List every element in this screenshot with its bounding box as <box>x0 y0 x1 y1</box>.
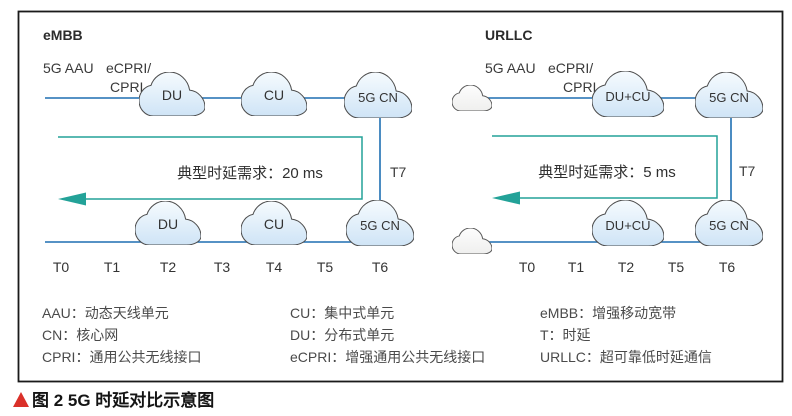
urllc-tick-t5: T5 <box>668 259 685 275</box>
embb-fronthaul-label-line1: eCPRI/ <box>106 60 151 76</box>
legend-cn: CN：核心网 <box>42 327 118 343</box>
legend-t: T：时延 <box>540 327 591 343</box>
urllc-latency-text: 典型时延需求：5 ms <box>538 164 676 181</box>
urllc-fronthaul-label-line1: eCPRI/ <box>548 60 593 76</box>
urllc-latency-bracket <box>492 135 718 199</box>
panel-embb: eMBB 5G AAU eCPRI/ CPRI 典型时延需求：20 ms T7 … <box>43 27 414 275</box>
embb-tick-t1: T1 <box>104 259 121 275</box>
legend-cu: CU：集中式单元 <box>290 305 394 321</box>
embb-tick-t5: T5 <box>317 259 334 275</box>
embb-tick-t3: T3 <box>214 259 231 275</box>
embb-aau-label: 5G AAU <box>43 60 94 76</box>
legend-cpri: CPRI：通用公共无线接口 <box>42 349 201 365</box>
embb-tick-t4: T4 <box>266 259 283 275</box>
embb-bottom-cloud-5gcn-label: 5G CN <box>360 218 400 233</box>
diagram-border <box>17 10 784 383</box>
embb-top-cloud-cu-label: CU <box>264 87 284 103</box>
urllc-tick-t0: T0 <box>519 259 536 275</box>
urllc-tick-t1: T1 <box>568 259 585 275</box>
embb-latency-text: 典型时延需求：20 ms <box>177 165 323 182</box>
embb-latency-arrow-icon <box>58 192 86 206</box>
legend-urllc: URLLC：超可靠低时延通信 <box>540 349 712 365</box>
embb-tick-t6: T6 <box>372 259 389 275</box>
legend: AAU：动态天线单元 CN：核心网 CPRI：通用公共无线接口 CU：集中式单元… <box>42 305 712 365</box>
urllc-bottom-cloud-ducu-label: DU+CU <box>605 218 650 233</box>
urllc-fronthaul-label-line2: CPRI <box>563 79 596 95</box>
embb-top-cloud-du-label: DU <box>162 87 182 103</box>
embb-t7-label: T7 <box>390 164 407 180</box>
legend-ecpri: eCPRI：增强通用公共无线接口 <box>290 349 485 365</box>
urllc-t7-label: T7 <box>739 163 756 179</box>
embb-bottom-cloud-cu-label: CU <box>264 216 284 232</box>
embb-tick-t0: T0 <box>53 259 70 275</box>
urllc-bottom-cloud-5gcn-label: 5G CN <box>709 218 749 233</box>
urllc-top-cloud-5gcn-label: 5G CN <box>709 90 749 105</box>
legend-embb: eMBB：增强移动宽带 <box>540 305 676 321</box>
panel-urllc: URLLC 5G AAU eCPRI/ CPRI 典型时延需求：5 ms T7 … <box>452 27 763 275</box>
urllc-latency-arrow-icon <box>492 191 520 205</box>
embb-fronthaul-label-line2: CPRI <box>110 79 143 95</box>
embb-latency-bracket <box>58 136 363 200</box>
embb-tick-t2: T2 <box>160 259 177 275</box>
embb-bottom-cloud-du-label: DU <box>158 216 178 232</box>
urllc-tick-t6: T6 <box>719 259 736 275</box>
urllc-top-cloud-ducu-label: DU+CU <box>605 89 650 104</box>
figure-caption: 图 2 5G 时延对比示意图 <box>13 390 214 410</box>
caption-text: 图 2 5G 时延对比示意图 <box>32 390 214 410</box>
urllc-aau-label: 5G AAU <box>485 60 536 76</box>
caption-triangle-icon <box>13 392 29 407</box>
legend-aau: AAU：动态天线单元 <box>42 305 169 321</box>
panel-title-embb: eMBB <box>43 27 83 43</box>
embb-top-cloud-5gcn-label: 5G CN <box>358 90 398 105</box>
urllc-tick-t2: T2 <box>618 259 635 275</box>
legend-du: DU：分布式单元 <box>290 327 394 343</box>
panel-title-urllc: URLLC <box>485 27 532 43</box>
